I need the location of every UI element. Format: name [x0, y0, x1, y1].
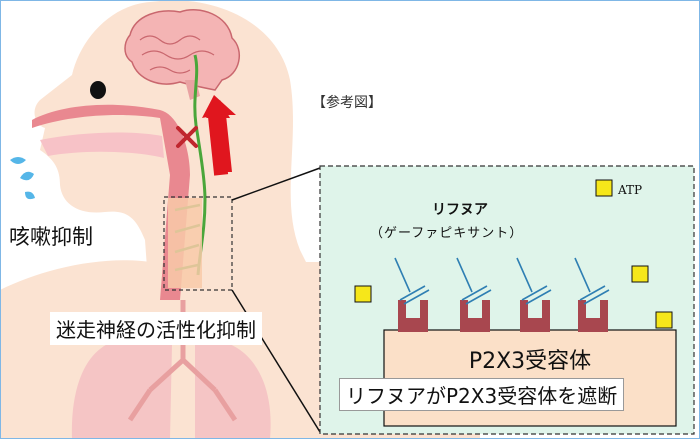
channel-row — [398, 300, 608, 332]
droplets — [10, 157, 35, 200]
signal-block-mark — [176, 126, 198, 148]
cough-suppression-label: 咳嗽抑制 — [4, 219, 98, 253]
drug-name-label: リフヌア — [432, 202, 488, 218]
diagram-title: 【参考図】 — [312, 95, 382, 111]
receptor-label: P2X3受容体 — [468, 349, 592, 374]
vagus-nerve-label: 迷走神経の活性化抑制 — [50, 312, 262, 345]
connector-top — [231, 167, 321, 201]
trachea — [168, 198, 202, 288]
atp-label: ATP — [618, 183, 643, 197]
eye — [90, 81, 106, 99]
zoom-region — [163, 196, 233, 291]
upward-arrow — [202, 95, 236, 176]
lungs — [71, 300, 271, 439]
drug-molecules — [394, 257, 610, 305]
blocking-caption: リフヌアがP2X3受容体を遮断 — [339, 378, 625, 411]
drug-generic-label: （ゲーファピキサント） — [370, 226, 524, 241]
atp-squares — [354, 179, 673, 329]
